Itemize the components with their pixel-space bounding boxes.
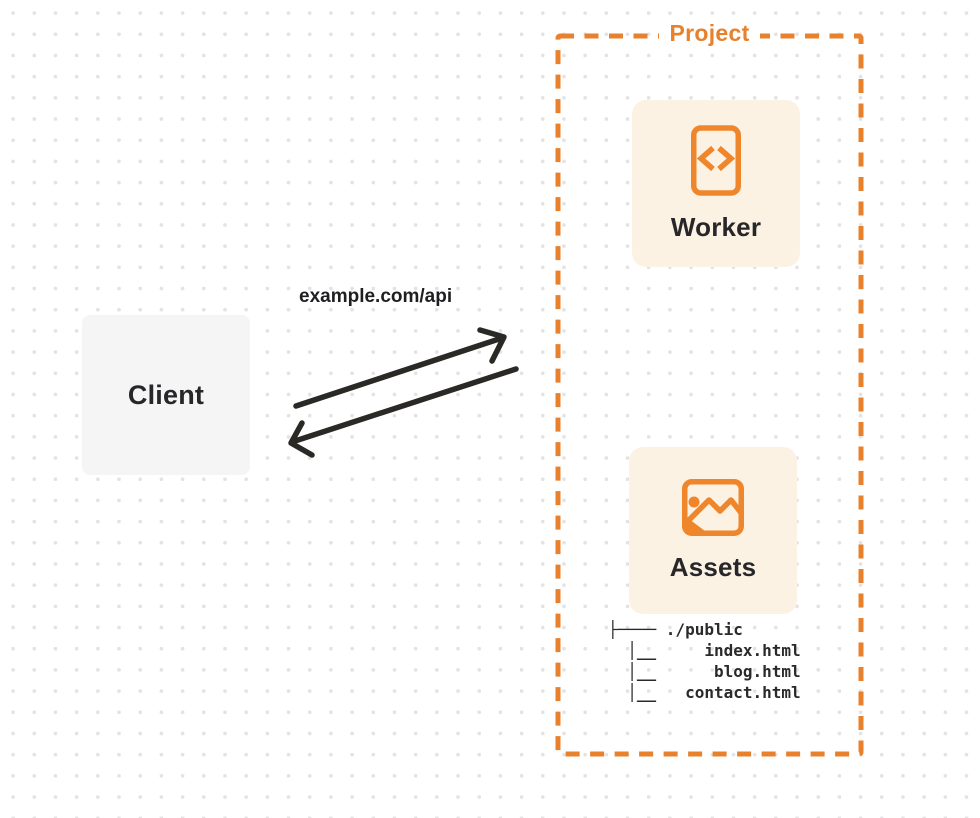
assets-file-tree: ├──── ./public │__ index.html │__ blog.h… xyxy=(608,619,801,703)
request-url-label: example.com/api xyxy=(299,286,453,307)
tree-line-blog: │__ blog.html xyxy=(608,662,801,681)
client-node: Client xyxy=(82,315,250,475)
request-arrow xyxy=(293,327,507,409)
code-document-icon xyxy=(691,124,741,196)
assets-node: Assets xyxy=(629,447,797,614)
tree-line-index: │__ index.html xyxy=(608,641,801,660)
worker-label: Worker xyxy=(670,211,762,242)
tree-line-public: ├──── ./public xyxy=(608,620,743,639)
response-arrow xyxy=(288,366,519,458)
worker-node: Worker xyxy=(632,100,800,267)
tree-line-contact: │__ contact.html xyxy=(608,683,801,702)
assets-label: Assets xyxy=(669,551,757,582)
client-label: Client xyxy=(127,379,205,410)
image-icon xyxy=(681,478,745,536)
